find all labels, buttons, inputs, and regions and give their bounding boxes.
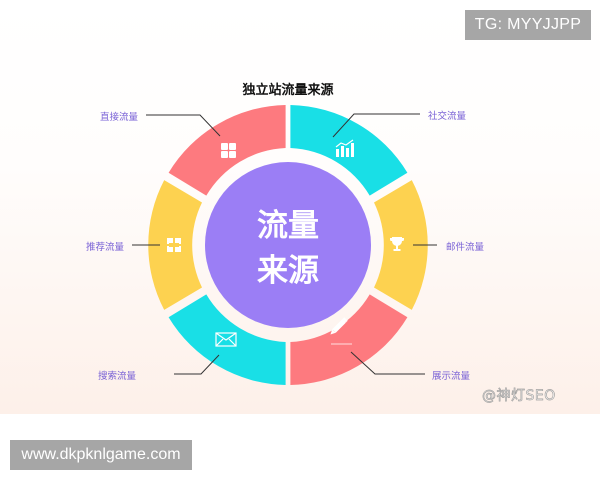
trophy-icon xyxy=(389,237,405,251)
watermark: @神灯SEO xyxy=(482,388,556,405)
label-email-traffic: 邮件流量 xyxy=(446,242,485,253)
diagram-title: 独立站流量来源 xyxy=(242,83,334,98)
label-search-traffic: 搜索流量 xyxy=(98,371,137,382)
chart-growth-icon xyxy=(335,139,354,157)
leader-line-search xyxy=(174,354,220,375)
center-circle xyxy=(205,162,371,328)
label-social-traffic: 社交流量 xyxy=(428,111,467,122)
label-referral-traffic: 推荐流量 xyxy=(86,242,125,253)
center-text-line1: 流量 xyxy=(257,208,319,244)
leader-line-social xyxy=(332,113,420,138)
url-badge: www.dkpknlgame.com xyxy=(10,440,192,470)
envelope-icon xyxy=(215,332,237,347)
apps-icon xyxy=(167,238,181,252)
label-direct-traffic: 直接流量 xyxy=(100,112,139,123)
label-display-traffic: 展示流量 xyxy=(432,371,471,382)
grid-icon xyxy=(221,143,236,158)
leader-line-display xyxy=(350,351,425,375)
center-text-line2: 来源 xyxy=(257,253,319,289)
traffic-source-ring: 流量 来源 xyxy=(132,105,437,385)
segment-email xyxy=(374,180,428,310)
leader-line-direct xyxy=(146,114,221,137)
segment-direct xyxy=(168,105,286,196)
tg-badge: TG: MYYJJPP xyxy=(465,10,591,40)
segment-display xyxy=(290,294,408,385)
